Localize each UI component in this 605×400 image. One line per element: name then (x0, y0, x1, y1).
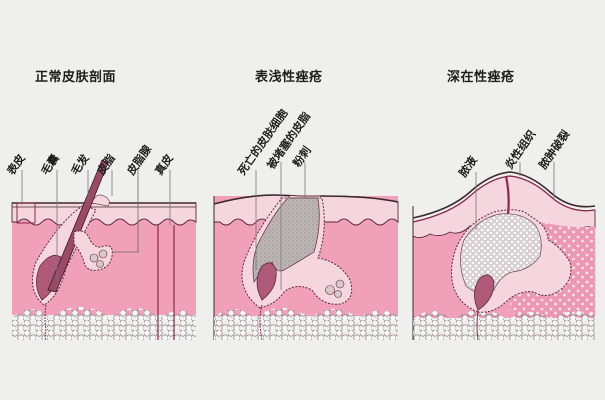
panel-title-deep-acne: 深在性痤疮 (447, 70, 515, 85)
panel-title-normal-skin: 正常皮肤剖面 (35, 70, 117, 85)
fat-layer (413, 310, 595, 340)
hair-bulb (474, 274, 495, 311)
fat-layer (12, 307, 196, 340)
hair-bulb (256, 262, 277, 301)
panel-title-superficial-acne: 表浅性痤疮 (255, 70, 323, 85)
fat-layer (214, 308, 398, 340)
panel-normal-skin (11, 159, 197, 341)
sebaceous-gland (73, 230, 113, 271)
pus (460, 213, 542, 295)
panel-deep-acne (412, 162, 596, 341)
abscess-rupture (504, 175, 510, 215)
blocked-sebum (252, 197, 320, 283)
hair-shaft (47, 159, 109, 293)
panel-superficial-acne (213, 162, 399, 341)
